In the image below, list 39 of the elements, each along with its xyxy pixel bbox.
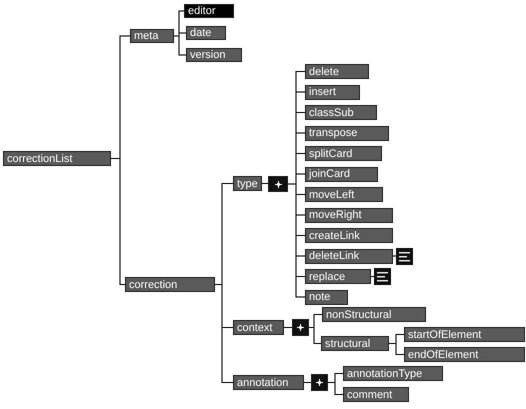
element-box: moveLeft (305, 187, 383, 202)
connector-line (284, 327, 292, 328)
element-box: delete (305, 64, 369, 79)
element-box: joinCard (305, 166, 378, 182)
element-box: correction (125, 277, 215, 292)
element-box: transpose (305, 126, 389, 140)
connector-line (262, 183, 268, 184)
element-box: startOfElement (404, 327, 525, 342)
element-box: nonStructural (322, 307, 426, 322)
connector-line (174, 36, 186, 56)
connector-line (308, 327, 322, 344)
element-box: moveRight (305, 208, 393, 222)
element-box: correctionList (3, 151, 111, 166)
element-box: insert (305, 84, 360, 100)
element-box: createLink (305, 228, 393, 243)
element-box: comment (343, 387, 409, 402)
element-box: deleteLink (305, 248, 393, 264)
element-box: version (186, 48, 242, 62)
connector-line (304, 382, 312, 383)
element-box: annotationType (343, 366, 443, 381)
element-box: date (186, 26, 226, 40)
compositor-box (292, 319, 309, 336)
element-box: meta (130, 29, 174, 43)
connector-line (328, 382, 344, 395)
element-box: splitCard (305, 146, 382, 161)
connector-line (110, 158, 126, 285)
element-box: annotation (233, 375, 304, 390)
element-box: classSub (305, 105, 377, 120)
element-box: type (233, 176, 262, 191)
element-box: editor (184, 4, 234, 18)
element-box: note (305, 290, 348, 304)
compositor-box (268, 176, 288, 192)
connector-line (288, 184, 306, 298)
element-box: context (233, 320, 284, 335)
element-box: structural (321, 336, 389, 351)
compositor-box (311, 374, 328, 391)
element-box: endOfElement (404, 347, 525, 362)
element-box: replace (305, 269, 371, 284)
connector-line (388, 343, 404, 355)
